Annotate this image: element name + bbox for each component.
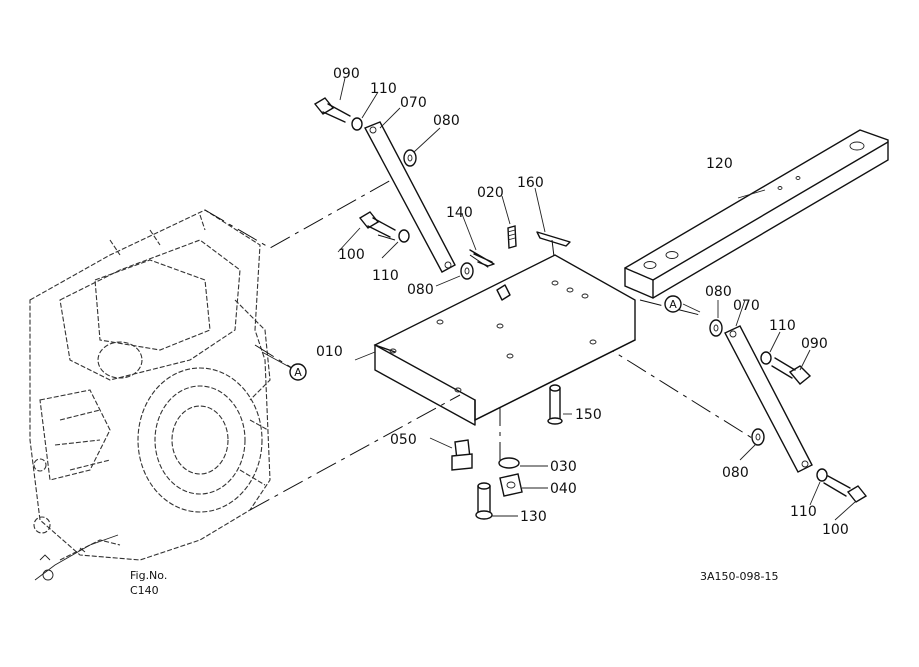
label-110-mid: 110 (372, 268, 399, 284)
part-070-link-upper (364, 121, 456, 273)
leaders (261, 77, 856, 521)
label-050: 050 (390, 432, 417, 448)
marker-a-right: A (664, 295, 682, 313)
label-040: 040 (550, 481, 577, 497)
svg-text:A: A (294, 366, 302, 379)
part-010-bracket (373, 254, 636, 426)
label-160: 160 (517, 175, 544, 191)
part-070-link-lower (724, 325, 813, 473)
label-130: 130 (520, 509, 547, 525)
label-120: 120 (706, 156, 733, 172)
label-150: 150 (575, 407, 602, 423)
label-020: 020 (477, 185, 504, 201)
small-parts (469, 225, 571, 267)
label-070-upper: 070 (400, 95, 427, 111)
fig-no-label: Fig.No. (130, 569, 167, 582)
label-010: 010 (316, 344, 343, 360)
label-030: 030 (550, 459, 577, 475)
label-140: 140 (446, 205, 473, 221)
label-100-lower: 100 (822, 522, 849, 538)
label-100-upper: 100 (338, 247, 365, 263)
svg-text:A: A (669, 298, 677, 311)
part-120-bar (624, 129, 889, 299)
label-110-right: 110 (769, 318, 796, 334)
washers-080 (403, 149, 765, 446)
label-110-upper: 110 (370, 81, 397, 97)
drawing-code: 3A150-098-15 (700, 570, 778, 583)
marker-a-left: A (289, 363, 307, 381)
label-080-mid: 080 (407, 282, 434, 298)
label-080-lower: 080 (722, 465, 749, 481)
label-090-upper: 090 (333, 66, 360, 82)
fig-no-value: C140 (130, 584, 159, 597)
label-080-upper: 080 (433, 113, 460, 129)
label-090-right: 090 (801, 336, 828, 352)
bolts (313, 97, 868, 503)
spring-washers-110 (351, 117, 828, 482)
label-070-right: 070 (733, 298, 760, 314)
lower-hardware (451, 384, 563, 520)
label-080-right: 080 (705, 284, 732, 300)
label-110-lower: 110 (790, 504, 817, 520)
engine-housing (29, 209, 271, 581)
